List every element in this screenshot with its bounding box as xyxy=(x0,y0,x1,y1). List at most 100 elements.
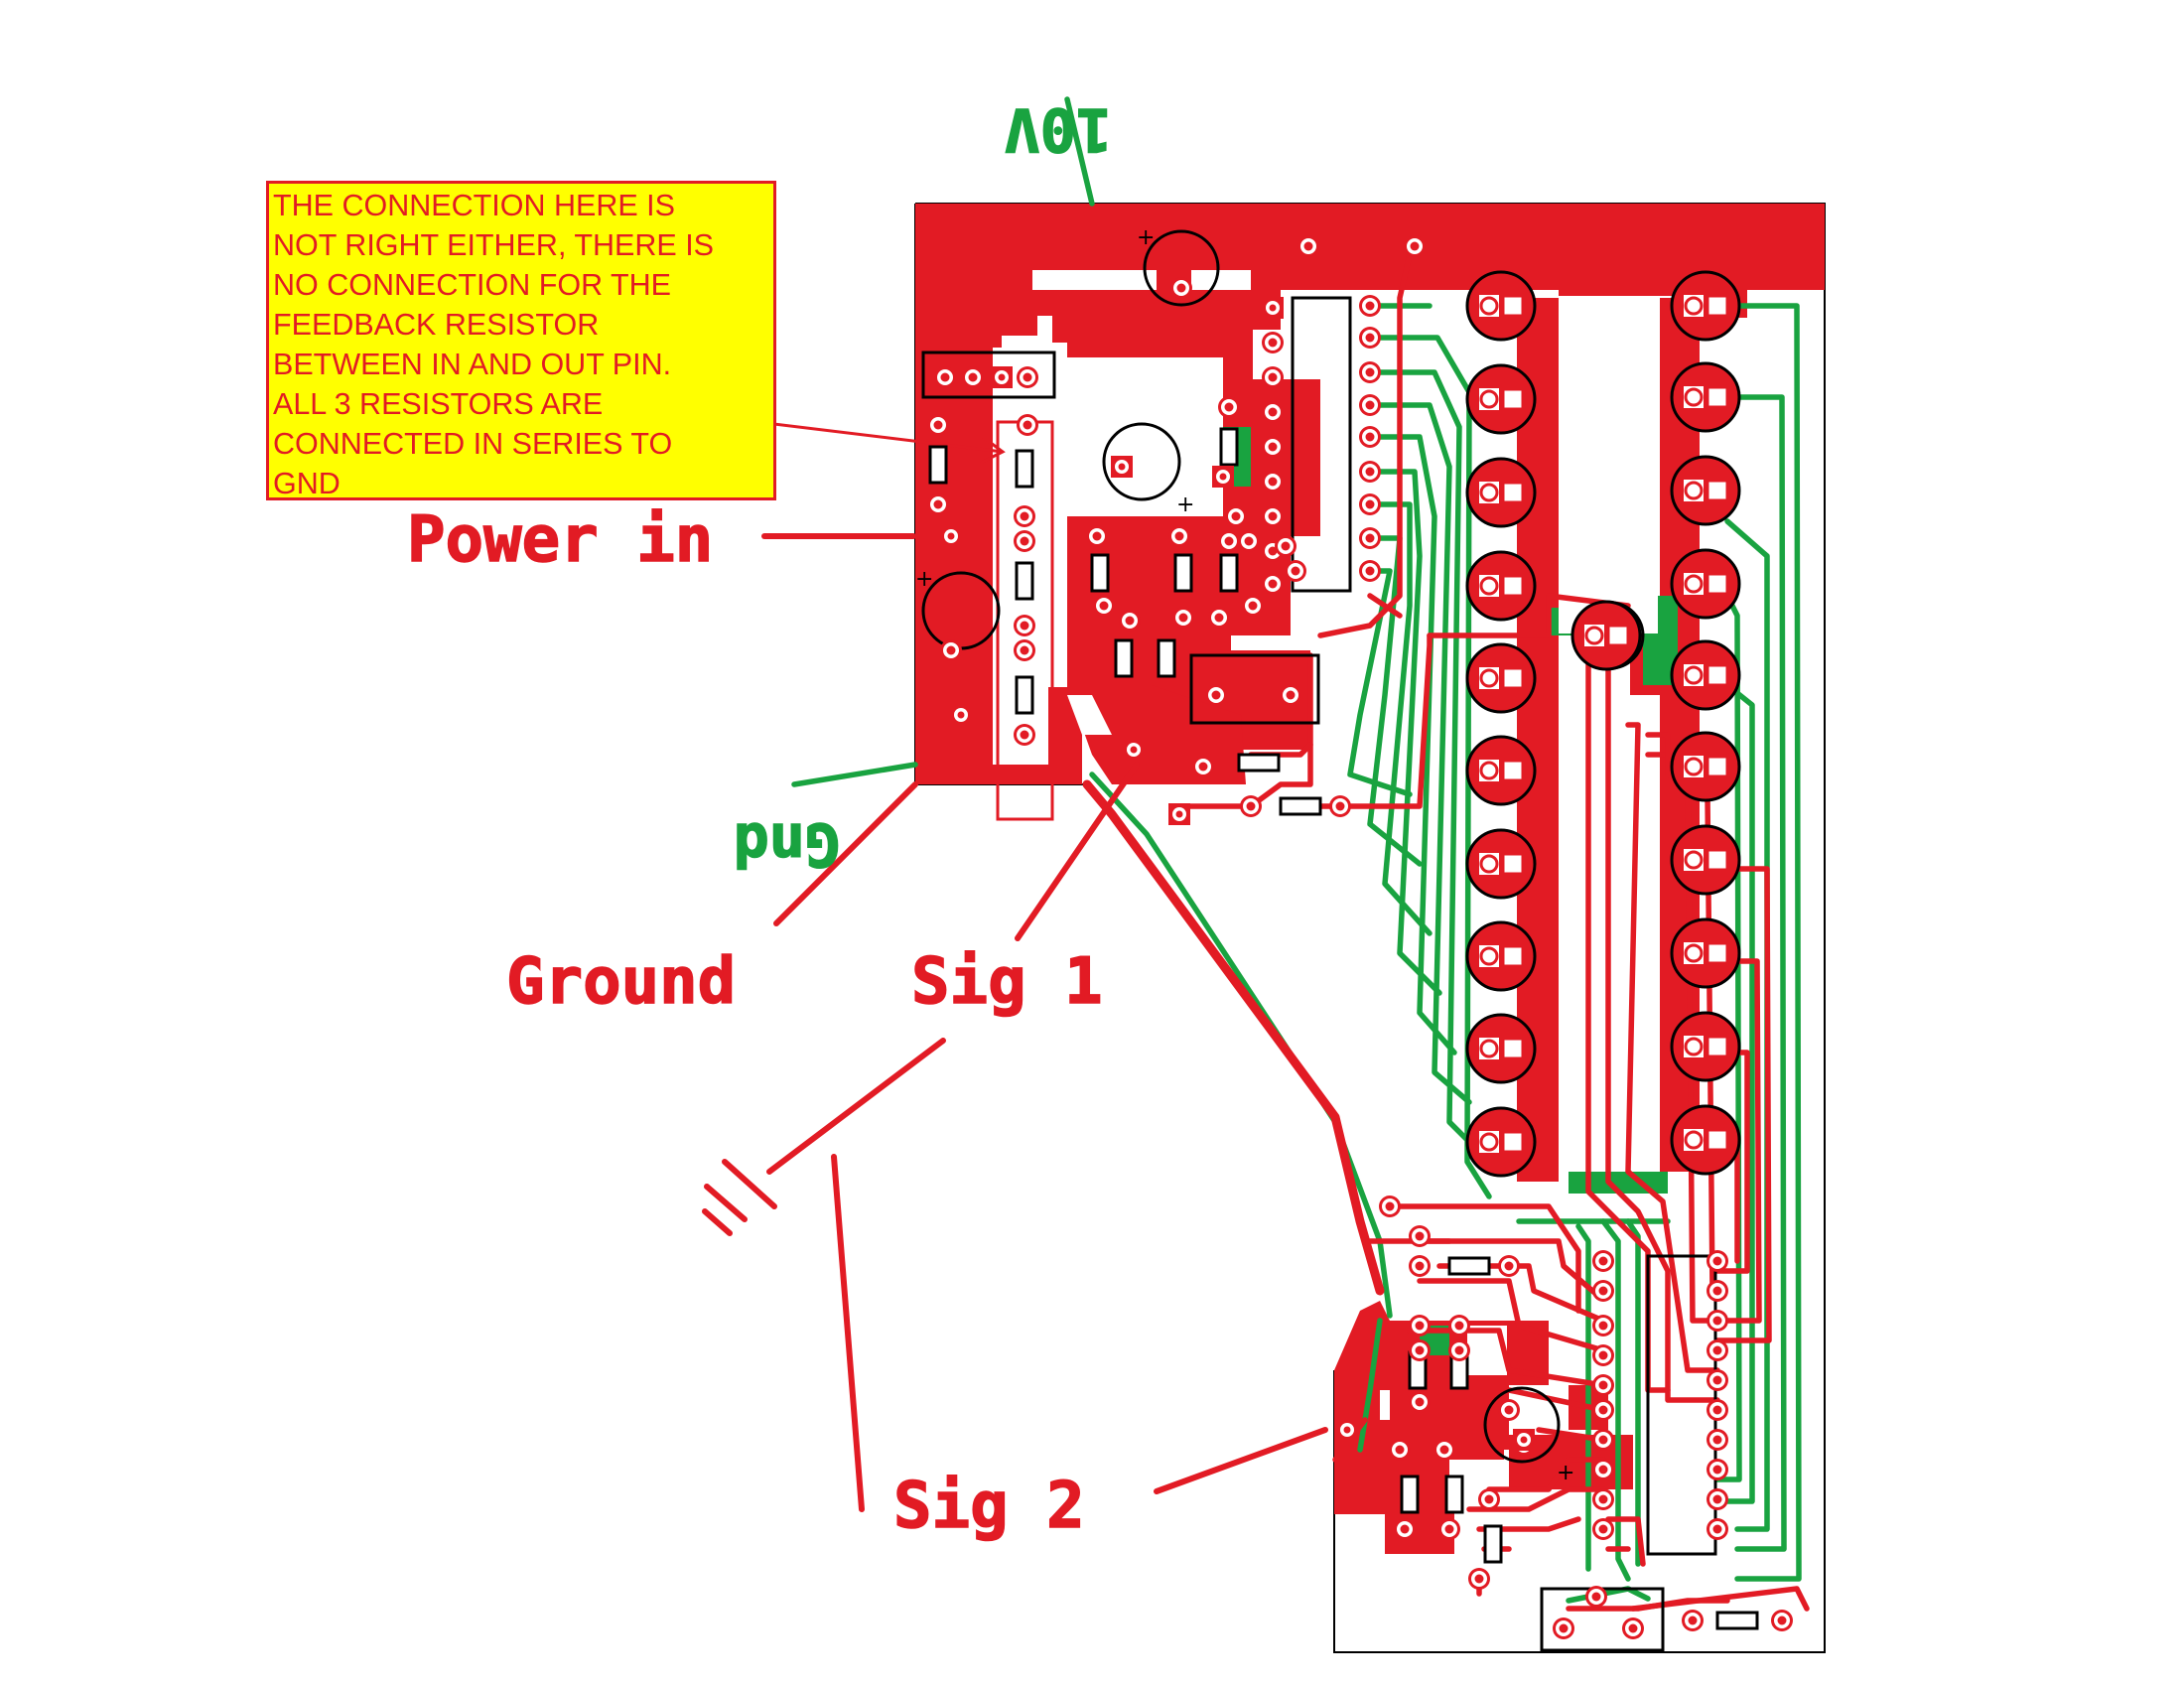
pad xyxy=(1706,1399,1728,1421)
resistor-body xyxy=(1090,553,1110,593)
pad xyxy=(1172,607,1194,629)
pad xyxy=(1225,505,1247,527)
pad xyxy=(1014,530,1035,552)
resistor-body xyxy=(1173,553,1193,593)
pad xyxy=(927,414,949,436)
resistor-body xyxy=(1015,675,1034,715)
pad xyxy=(962,366,984,388)
annotation-leaders xyxy=(702,533,1328,1512)
led-footprint xyxy=(1570,600,1642,671)
led-footprint xyxy=(1465,457,1537,528)
pad xyxy=(1706,1369,1728,1391)
led-pad xyxy=(1479,1132,1499,1152)
led-pad xyxy=(1501,1037,1525,1060)
resistor-body xyxy=(1219,553,1239,593)
pad xyxy=(1389,1439,1411,1461)
led-pad xyxy=(1706,663,1729,687)
pad-square xyxy=(1123,739,1145,761)
pad xyxy=(1585,1586,1607,1608)
note-line: FEEDBACK RESISTOR xyxy=(273,308,600,342)
led-footprint xyxy=(1465,920,1537,992)
led-pad xyxy=(1479,296,1499,316)
top-copper-traces xyxy=(1082,243,1810,1612)
led-pad xyxy=(1684,387,1704,407)
pour-clearances xyxy=(1002,270,1658,1375)
led-footprint xyxy=(1465,735,1537,806)
pad xyxy=(934,366,956,388)
pad xyxy=(1409,1339,1431,1361)
led-pad xyxy=(1479,668,1499,688)
note-line: NOT RIGHT EITHER, THERE IS xyxy=(273,228,715,262)
led-pad xyxy=(1706,755,1729,778)
pad xyxy=(1706,1310,1728,1332)
pad xyxy=(1592,1374,1614,1396)
led-pad xyxy=(1606,624,1630,647)
led-pad xyxy=(1706,1128,1729,1152)
pad-square xyxy=(1212,466,1234,488)
pad-square xyxy=(1168,803,1190,825)
led-pad xyxy=(1501,387,1525,411)
pad xyxy=(1014,639,1035,661)
note-line: NO CONNECTION FOR THE xyxy=(273,268,672,302)
pad xyxy=(1359,493,1381,515)
pad-square xyxy=(940,525,962,547)
led-footprint xyxy=(1670,361,1741,433)
resistor-body xyxy=(1157,638,1176,678)
resistor-body xyxy=(1483,1524,1503,1564)
pad xyxy=(1592,1488,1614,1510)
led-footprint xyxy=(1465,270,1537,342)
resistor-body xyxy=(1444,1475,1464,1514)
pad xyxy=(1468,1568,1490,1590)
led-pad xyxy=(1684,1130,1704,1150)
led-column-right xyxy=(1670,270,1741,1176)
led-pad xyxy=(1584,626,1604,645)
led-footprint xyxy=(1670,270,1741,342)
svg-text:+: + xyxy=(1557,1461,1574,1485)
pad xyxy=(1242,595,1264,617)
pad xyxy=(1359,426,1381,448)
resistor-body xyxy=(1279,796,1322,816)
pad xyxy=(1017,366,1038,388)
note-line: GND xyxy=(273,467,341,500)
pad xyxy=(940,639,962,661)
pad xyxy=(1592,1344,1614,1366)
led-pad xyxy=(1684,481,1704,500)
pad xyxy=(1329,795,1351,817)
pad xyxy=(1238,530,1260,552)
pad xyxy=(1409,1315,1431,1336)
led-footprint xyxy=(1465,363,1537,435)
resistor-body xyxy=(1219,427,1239,467)
svg-text:+: + xyxy=(1137,225,1155,250)
led-footprint xyxy=(1670,1104,1741,1176)
pad xyxy=(1086,525,1108,547)
pad-square xyxy=(1262,297,1284,319)
led-pad xyxy=(1706,385,1729,409)
pad xyxy=(1262,573,1284,595)
pad xyxy=(1359,295,1381,317)
pad-square xyxy=(1111,456,1133,478)
pad xyxy=(1706,1488,1728,1510)
led-footprint xyxy=(1670,1011,1741,1082)
led-pad xyxy=(1684,574,1704,594)
pad xyxy=(1014,615,1035,636)
led-pad xyxy=(1684,757,1704,776)
pad xyxy=(1119,610,1141,632)
pad xyxy=(1592,1459,1614,1480)
pad xyxy=(1359,361,1381,383)
pad xyxy=(1433,1439,1455,1461)
led-pad xyxy=(1479,946,1499,966)
led-pad xyxy=(1684,665,1704,685)
pad xyxy=(1592,1399,1614,1421)
pad xyxy=(1359,560,1381,582)
led-pad xyxy=(1479,576,1499,596)
resistor-body xyxy=(928,445,948,485)
led-pad xyxy=(1501,481,1525,504)
led-pad xyxy=(1684,850,1704,870)
pad xyxy=(1093,595,1115,617)
pad xyxy=(1205,684,1227,706)
pad-square xyxy=(991,366,1013,388)
pad xyxy=(1498,1255,1520,1277)
led-pad xyxy=(1684,943,1704,963)
pad xyxy=(1592,1280,1614,1302)
led-footprint xyxy=(1670,639,1741,711)
